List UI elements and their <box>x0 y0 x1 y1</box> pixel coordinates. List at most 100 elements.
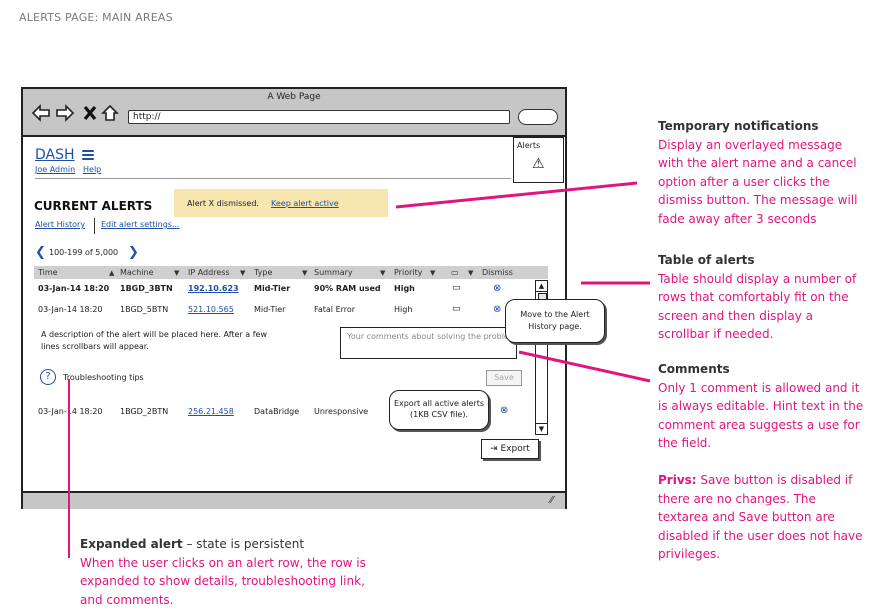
cell-time: 03-Jan-14 18:20 <box>38 284 110 293</box>
note-body: Display an overlayed message with the al… <box>658 137 858 226</box>
column-header-priority[interactable]: Priority <box>394 268 423 277</box>
privs-body: Save button is disabled if there are no … <box>658 472 863 562</box>
note-suffix: – state is persistent <box>182 537 305 551</box>
sort-asc-icon[interactable]: ▲ <box>109 269 115 277</box>
cell-machine: 1BGD_3BTN <box>120 284 173 293</box>
sort-desc-icon[interactable]: ▼ <box>174 269 180 277</box>
column-header-type[interactable]: Type <box>254 268 273 277</box>
cell-summary: 90% RAM used <box>314 284 381 293</box>
note-title: Temporary notifications <box>658 119 819 133</box>
back-arrow-icon[interactable] <box>32 104 50 122</box>
note-temporary-notifications: Temporary notifications Display an overl… <box>658 117 868 229</box>
note-comments: Comments Only 1 comment is allowed and i… <box>658 360 870 564</box>
forward-arrow-icon[interactable] <box>56 104 74 122</box>
cell-summary: Fatal Error <box>314 305 356 314</box>
browser-search-field[interactable] <box>518 109 558 125</box>
warning-icon: ⚠ <box>532 156 545 172</box>
sort-desc-icon[interactable]: ▼ <box>468 269 474 277</box>
cell-machine: 1BGD_2BTN <box>120 407 169 416</box>
chevron-left-icon[interactable]: ❮ <box>35 245 46 260</box>
dismiss-icon[interactable]: ⊗ <box>493 304 502 315</box>
page-title: CURRENT ALERTS <box>34 199 153 213</box>
note-privs: Privs: Save button is disabled if there … <box>658 471 870 564</box>
tooltip-export: Export all active alerts (1KB CSV file). <box>389 390 489 430</box>
tooltip-alert-history: Move to the Alert History page. <box>505 299 605 343</box>
keep-alert-active-link[interactable]: Keep alert active <box>271 199 339 208</box>
alert-history-link[interactable]: Alert History <box>35 220 86 229</box>
pager-range: 100-199 of 5,000 <box>49 248 119 257</box>
connector-comments <box>518 350 651 383</box>
note-title: Expanded alert <box>80 537 183 551</box>
scroll-down-icon[interactable]: ▼ <box>536 423 547 434</box>
link-separator <box>94 218 95 234</box>
note-expanded-alert: Expanded alert – state is persistent Whe… <box>80 535 380 609</box>
column-header-ip[interactable]: IP Address <box>188 268 230 277</box>
note-body: When the user clicks on an alert row, th… <box>80 555 366 607</box>
window-title: A Web Page <box>267 92 321 102</box>
dash-logo-link[interactable]: DASH <box>35 147 75 163</box>
export-button[interactable]: ⇥ Export <box>481 439 539 459</box>
privs-label: Privs: <box>658 472 697 487</box>
note-table-of-alerts: Table of alerts Table should display a n… <box>658 251 868 344</box>
note-title: Comments <box>658 362 730 376</box>
scroll-up-icon[interactable]: ▲ <box>536 281 547 292</box>
cell-type: Mid-Tier <box>254 284 291 293</box>
sort-desc-icon[interactable]: ▼ <box>380 269 386 277</box>
column-header-time[interactable]: Time <box>38 268 58 277</box>
cell-type: DataBridge <box>254 407 300 416</box>
browser-window: A Web Page http:// DASH Joe Admin Help A… <box>21 87 605 509</box>
column-header-summary[interactable]: Summary <box>314 268 353 277</box>
table-row[interactable]: 03-Jan-14 18:20 1BGD_3BTN 192.10.623 Mid… <box>34 282 534 296</box>
save-button[interactable]: Save <box>486 370 522 386</box>
export-label: Export <box>500 444 530 454</box>
user-link[interactable]: Joe Admin <box>35 165 76 174</box>
alerts-indicator[interactable]: Alerts ⚠ <box>513 137 564 183</box>
notification-message: Alert X dismissed. <box>187 199 259 208</box>
note-title-line: Expanded alert – state is persistent <box>80 535 380 554</box>
sort-desc-icon[interactable]: ▼ <box>302 269 308 277</box>
browser-titlebar: A Web Page http:// <box>23 89 565 137</box>
note-body: Table should display a number of rows th… <box>658 271 857 342</box>
cell-time: 03-Jan-14 18:20 <box>38 407 103 416</box>
alerts-table-header: Time ▲ Machine ▼ IP Address ▼ Type ▼ Sum… <box>34 266 548 279</box>
monitor-column-icon[interactable]: ▭ <box>451 268 459 277</box>
note-title: Table of alerts <box>658 253 755 267</box>
dismiss-notification: Alert X dismissed. Keep alert active <box>174 189 388 217</box>
cell-ip-link[interactable]: 192.10.623 <box>188 284 239 293</box>
dismiss-icon[interactable]: ⊗ <box>500 405 509 416</box>
cell-type: Mid-Tier <box>254 305 286 314</box>
close-x-icon[interactable] <box>81 104 99 122</box>
cell-priority: High <box>394 284 415 293</box>
monitor-icon: ▭ <box>452 304 461 314</box>
note-body: Only 1 comment is allowed and it is alwa… <box>658 380 864 451</box>
connector-notification <box>395 181 638 209</box>
header-divider <box>35 178 511 179</box>
chevron-right-icon[interactable]: ❯ <box>128 245 139 260</box>
resize-grip-icon[interactable]: ⁄⁄ <box>550 495 554 506</box>
column-header-machine[interactable]: Machine <box>120 268 154 277</box>
cell-summary: Unresponsive <box>314 407 369 416</box>
troubleshooting-link[interactable]: Troubleshooting tips <box>63 373 144 382</box>
table-row[interactable]: 03-Jan-14 18:20 1BGD_2BTN 256.21.458 Dat… <box>34 405 534 419</box>
edit-alert-settings-link[interactable]: Edit alert settings... <box>101 220 180 229</box>
cell-ip-link[interactable]: 256.21.458 <box>188 407 234 416</box>
cell-ip-link[interactable]: 521.10.565 <box>188 305 234 314</box>
comments-textarea[interactable]: Your comments about solving the problem <box>340 327 517 359</box>
sort-desc-icon[interactable]: ▼ <box>240 269 246 277</box>
alerts-label: Alerts <box>517 141 541 150</box>
help-link[interactable]: Help <box>83 165 102 174</box>
dismiss-icon[interactable]: ⊗ <box>493 283 502 294</box>
url-input[interactable]: http:// <box>128 110 510 124</box>
help-question-icon[interactable]: ? <box>40 369 56 385</box>
table-row[interactable]: 03-Jan-14 18:20 1BGD_5BTN 521.10.565 Mid… <box>34 303 534 317</box>
cell-priority: High <box>394 305 413 314</box>
browser-statusbar: ⁄⁄ <box>23 491 565 509</box>
monitor-icon: ▭ <box>452 283 461 293</box>
cell-time: 03-Jan-14 18:20 <box>38 305 103 314</box>
home-icon[interactable] <box>101 104 119 122</box>
sort-desc-icon[interactable]: ▼ <box>430 269 436 277</box>
export-icon: ⇥ <box>490 444 498 454</box>
page-heading: ALERTS PAGE: MAIN AREAS <box>19 11 173 24</box>
menu-icon[interactable] <box>82 150 94 162</box>
